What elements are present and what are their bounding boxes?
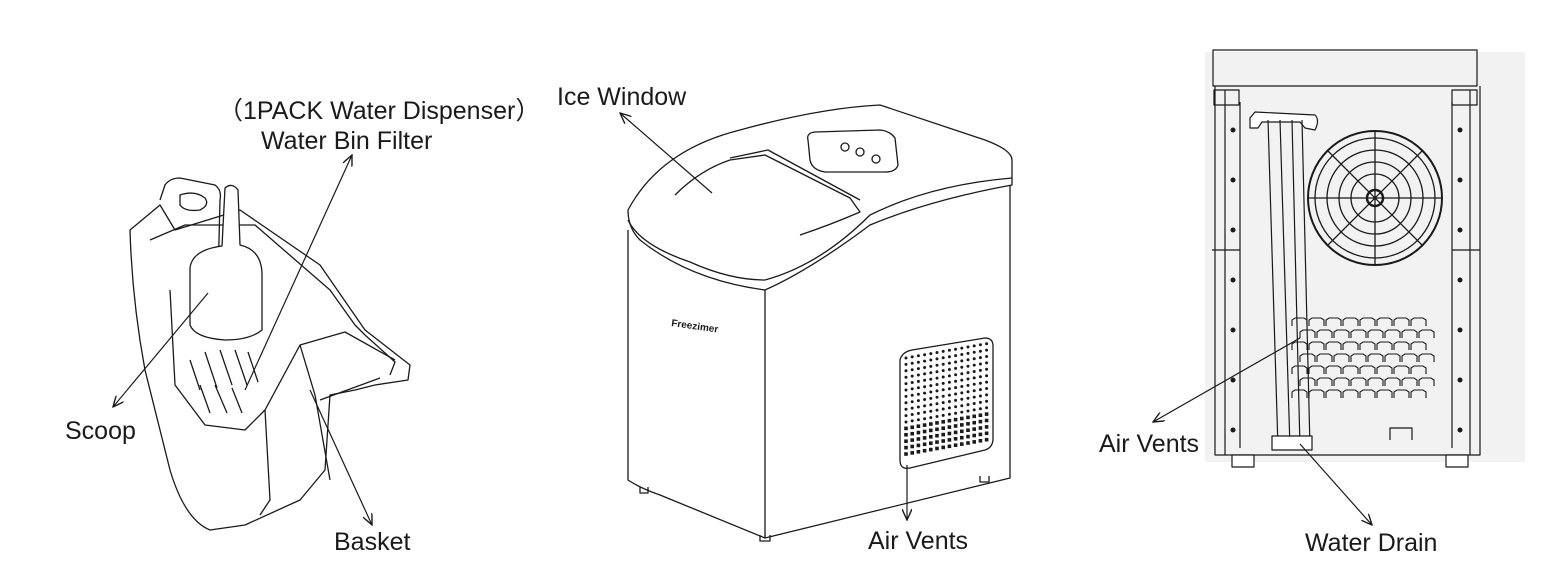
fan-icon: [1307, 130, 1443, 266]
arrow-ice-window: [620, 113, 713, 194]
label-water-drain: Water Drain: [1305, 529, 1438, 557]
arrow-basket: [309, 389, 372, 525]
leader-lines: [113, 113, 1372, 525]
ice-maker-rear-illustration: [1205, 49, 1525, 468]
basket-illustration: [129, 177, 411, 531]
ice-maker-front-illustration: [627, 104, 1013, 542]
front-air-vent-grille: [904, 342, 989, 456]
arrow-water-bin-filter: [244, 155, 352, 391]
arrow-scoop: [113, 292, 209, 407]
rear-air-vent-grille: [1291, 317, 1435, 398]
label-filter-pack: （1PACK Water Dispenser）: [218, 97, 541, 125]
label-ice-window: Ice Window: [557, 83, 687, 111]
label-air-vents-rear: Air Vents: [1099, 430, 1200, 458]
arrow-water-drain: [1299, 443, 1372, 525]
label-air-vents-front: Air Vents: [868, 527, 969, 555]
label-basket: Basket: [334, 528, 411, 556]
label-water-bin-filter: Water Bin Filter: [261, 127, 433, 155]
label-scoop: Scoop: [65, 417, 136, 445]
scoop-illustration: [189, 184, 263, 341]
arrow-air-vents-rear: [1153, 337, 1301, 422]
brand-logo: Freezimer: [671, 318, 719, 335]
